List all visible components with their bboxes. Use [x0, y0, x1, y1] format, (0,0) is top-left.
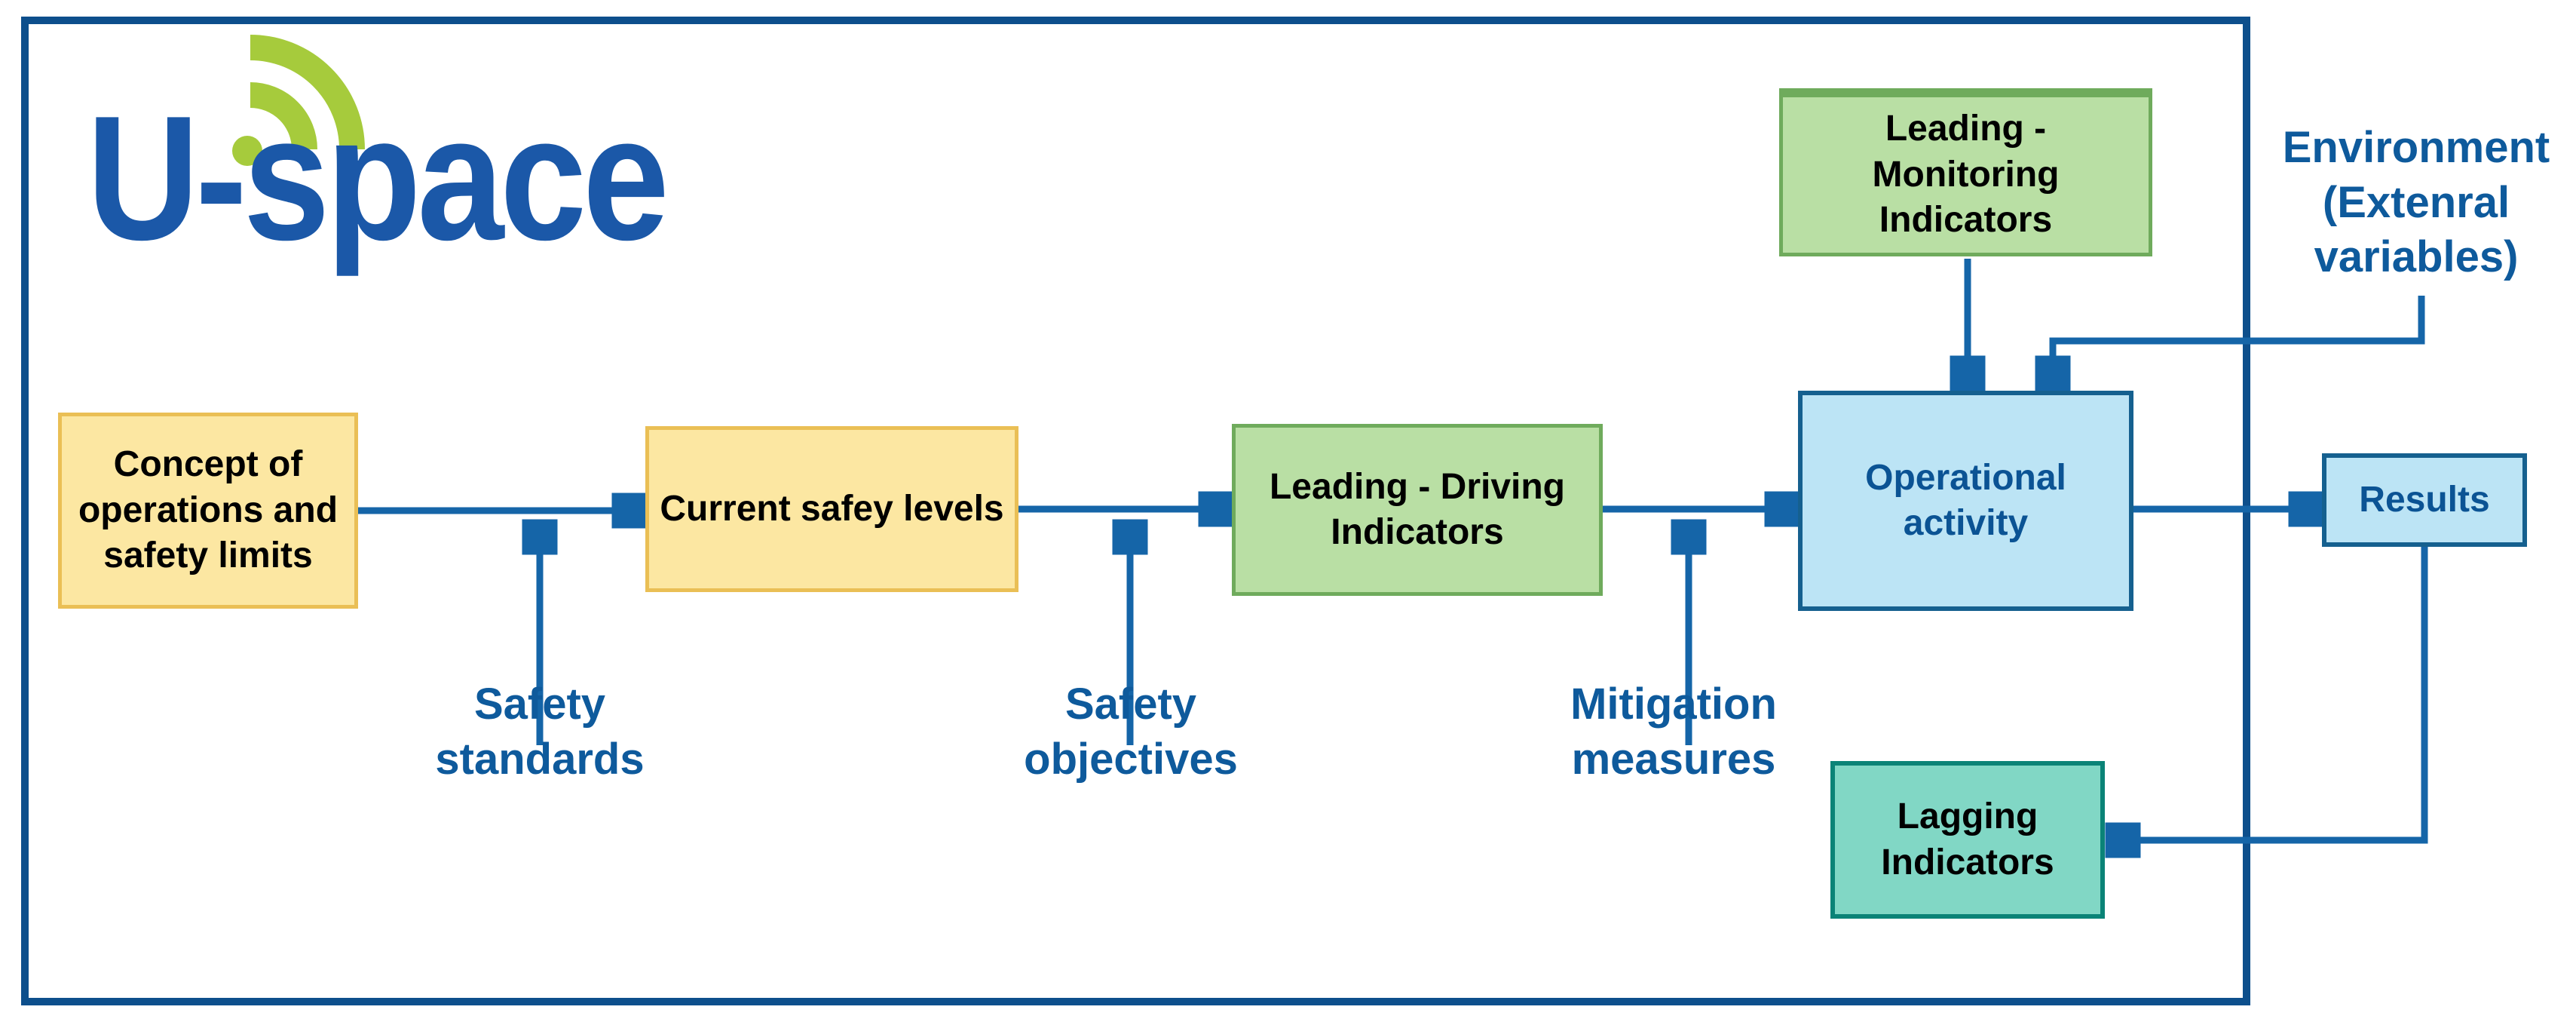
node-operational-activity: Operational activity	[1798, 391, 2133, 611]
label-safety-standards: Safety standards	[435, 680, 645, 784]
node-current-label: Current safey levels	[660, 488, 1004, 529]
node-leading-monitoring-indicators: Leading - Monitoring Indicators	[1779, 88, 2152, 256]
node-operational-label: Operational activity	[1865, 457, 2066, 543]
label-mitigation-measures: Mitigation measures	[1570, 680, 1777, 784]
node-leading-driving-indicators: Leading - Driving Indicators	[1232, 424, 1603, 596]
node-monitoring-label: Leading - Monitoring Indicators	[1872, 109, 2060, 241]
wifi-arcs-icon	[232, 35, 365, 166]
label-safety-objectives: Safety objectives	[1024, 680, 1238, 784]
node-results-label: Results	[2359, 479, 2490, 520]
node-lagging-label: Lagging Indicators	[1881, 796, 2054, 882]
node-concept-of-operations: Concept of operations and safety limits	[58, 413, 358, 609]
node-lagging-indicators: Lagging Indicators	[1830, 761, 2105, 919]
node-driving-label: Leading - Driving Indicators	[1269, 466, 1565, 552]
u-space-logo: U-space	[75, 23, 754, 339]
logo-text: U-space	[87, 78, 669, 277]
arrow-environment-to-operational	[2053, 296, 2425, 384]
node-results: Results	[2322, 453, 2527, 547]
node-current-safety-levels: Current safey levels	[645, 426, 1018, 592]
arrow-results-to-lagging	[2112, 547, 2428, 840]
node-concept-label: Concept of operations and safety limits	[78, 444, 338, 576]
label-environment-external-variables: Environment (Extenral variables)	[2282, 123, 2550, 281]
